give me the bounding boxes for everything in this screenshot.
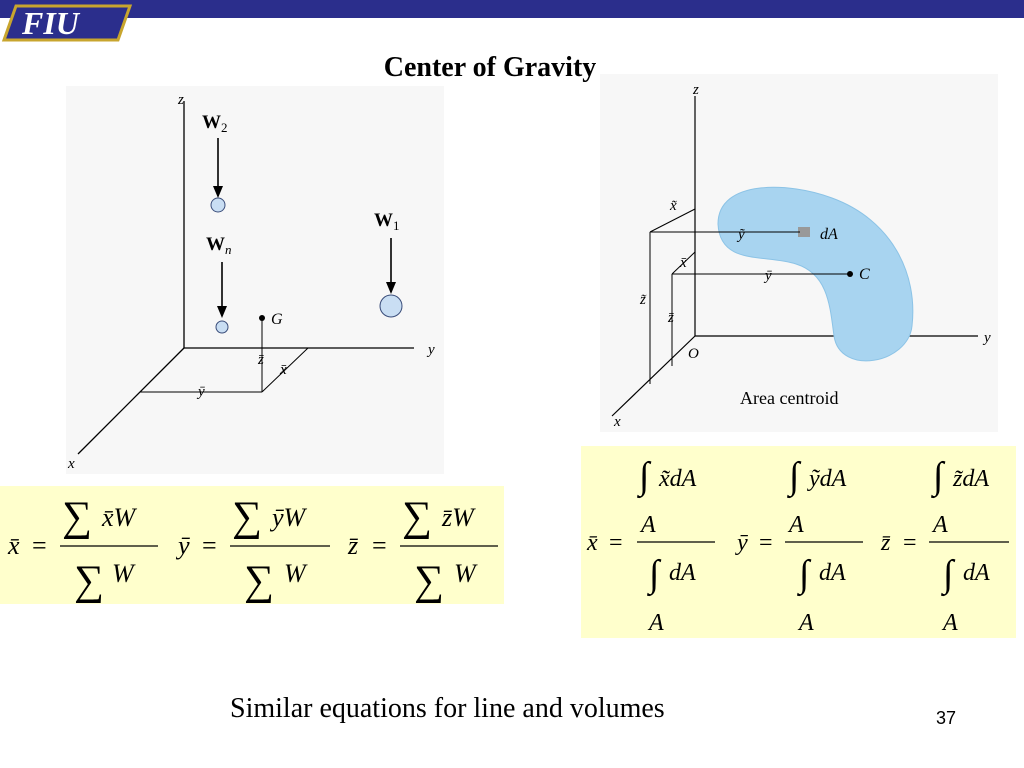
svg-text:W1: W1 <box>374 210 400 233</box>
cog-equations-box: x̄ = ∑ x̄W ∑ W ȳ = ∑ ȳW ∑ W z̄ = ∑ z̄W ∑… <box>0 486 504 604</box>
xtilde-label: x̃ <box>669 198 677 214</box>
centroid-label: C <box>859 266 870 283</box>
w2-label: W <box>202 112 221 133</box>
logo-text: FIU <box>21 5 81 41</box>
x-axis-line <box>611 335 696 417</box>
eq2-equals: = <box>202 531 217 560</box>
g-label: G <box>271 311 283 328</box>
wn-arrowhead <box>217 306 227 318</box>
ybar-label: ȳ <box>763 268 772 284</box>
req2-num-limit: A <box>787 512 804 538</box>
zbar-label: z̄ <box>257 352 264 368</box>
particle-wn <box>215 320 229 334</box>
eq3-equals: = <box>372 531 387 560</box>
ybar-label: ȳ <box>196 384 205 400</box>
axis-label-z: z <box>177 92 184 108</box>
header-bar <box>0 0 1024 18</box>
req3-den-integral: ∫ <box>941 553 956 597</box>
da-label: dA <box>820 226 838 243</box>
w2-subscript: 2 <box>221 120 228 135</box>
svg-text:W2: W2 <box>202 112 228 135</box>
req1-denominator: dA <box>669 560 696 586</box>
req3-denominator: dA <box>963 560 990 586</box>
eq3-numerator: z̄W <box>441 503 476 532</box>
eq2-numerator: ȳW <box>269 503 308 532</box>
zbar-label: z̄ <box>667 310 674 326</box>
eq3-lhs: z̄ <box>347 531 359 560</box>
req3-equals: = <box>903 530 917 556</box>
req2-den-integral: ∫ <box>797 553 812 597</box>
origin-label: O <box>688 346 699 362</box>
eq2-den-sum: ∑ <box>244 558 274 604</box>
eq3-denominator: W <box>454 559 478 588</box>
xbar-line <box>671 251 696 275</box>
ytilde-label: ỹ <box>736 227 745 243</box>
page-number: 37 <box>936 708 957 728</box>
eq1-lhs: x̄ <box>7 531 20 560</box>
req3-numerator: z̃dA <box>952 466 989 492</box>
eq3-den-sum: ∑ <box>414 558 444 604</box>
wn-subscript: n <box>225 242 232 257</box>
eq1-denominator: W <box>112 559 136 588</box>
svg-text:Wn: Wn <box>206 234 232 257</box>
eq1-den-sum: ∑ <box>74 558 104 604</box>
axis-label-z: z <box>692 82 699 98</box>
centroid-equations: ∫ x̃dA x̄ = A ∫ dA A ∫ ỹdA ȳ = A ∫ dA A … <box>586 455 1009 636</box>
cog-equations: x̄ = ∑ x̄W ∑ W ȳ = ∑ ȳW ∑ W z̄ = ∑ z̄W ∑… <box>7 494 498 604</box>
ztilde-label: z̃ <box>639 292 646 308</box>
req1-numerator: x̃dA <box>658 466 697 492</box>
particle-system-figure: z y x G z̄ x̄ ȳ W2 Wn W1 <box>66 86 444 474</box>
centroid-point <box>847 271 853 277</box>
req2-num-integral: ∫ <box>787 455 802 499</box>
w1-arrowhead <box>386 282 396 294</box>
da-element <box>798 227 810 237</box>
req3-lhs: z̄ <box>880 530 891 556</box>
w1-subscript: 1 <box>393 218 400 233</box>
x-axis-line <box>77 347 185 455</box>
xbar-label: x̄ <box>279 362 287 378</box>
w2-arrowhead <box>213 186 223 198</box>
req3-num-limit: A <box>931 512 948 538</box>
g-x-projection <box>261 347 309 393</box>
axis-label-x: x <box>67 456 75 472</box>
xtilde-line <box>649 208 696 233</box>
req2-numerator: ỹdA <box>807 466 847 492</box>
axis-label-y: y <box>982 330 991 346</box>
req1-den-limit: A <box>647 610 664 636</box>
eq2-num-sum: ∑ <box>232 494 262 540</box>
eq2-denominator: W <box>284 559 308 588</box>
req3-num-integral: ∫ <box>931 455 946 499</box>
fiu-logo: FIU <box>1 4 133 42</box>
eq1-numerator: x̄W <box>101 503 138 532</box>
area-centroid-caption: Area centroid <box>740 388 838 408</box>
req1-num-integral: ∫ <box>637 455 652 499</box>
slide-title: Center of Gravity <box>383 52 597 83</box>
axis-label-y: y <box>426 342 435 358</box>
req3-den-limit: A <box>941 610 958 636</box>
area-centroid-figure: z y x O C dA x̃ ỹ z̃ x̄ ȳ z̄ Area centro… <box>600 74 998 432</box>
req2-lhs: ȳ <box>735 530 748 556</box>
req2-denominator: dA <box>819 560 846 586</box>
particle-w1 <box>379 294 403 318</box>
eq3-num-sum: ∑ <box>402 494 432 540</box>
req1-equals: = <box>609 530 623 556</box>
req2-den-limit: A <box>797 610 814 636</box>
req1-den-integral: ∫ <box>647 553 662 597</box>
axis-label-x: x <box>613 414 621 430</box>
xbar-label: x̄ <box>679 255 687 271</box>
eq1-num-sum: ∑ <box>62 494 92 540</box>
wn-label: W <box>206 234 225 255</box>
w1-label: W <box>374 210 393 231</box>
centroid-equations-box: ∫ x̃dA x̄ = A ∫ dA A ∫ ỹdA ȳ = A ∫ dA A … <box>581 446 1016 638</box>
req1-lhs: x̄ <box>586 530 598 556</box>
particle-w2 <box>210 197 226 213</box>
req2-equals: = <box>759 530 773 556</box>
eq1-equals: = <box>32 531 47 560</box>
eq2-lhs: ȳ <box>175 531 190 560</box>
req1-num-limit: A <box>639 512 656 538</box>
slide-caption: Similar equations for line and volumes <box>230 693 665 724</box>
g-point <box>259 315 265 321</box>
